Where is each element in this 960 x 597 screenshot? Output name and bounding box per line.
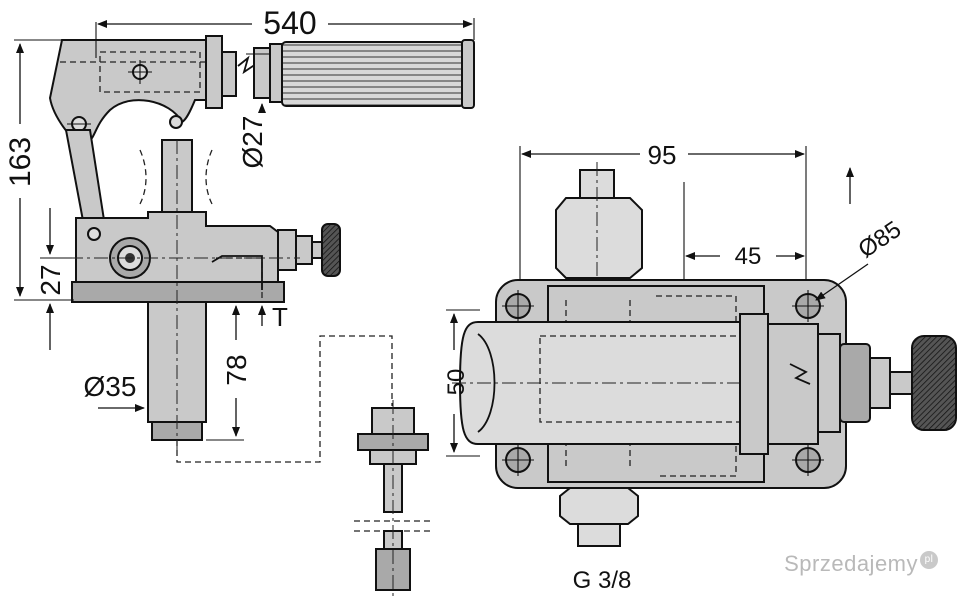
dim-mount-diameter: Ø85 xyxy=(853,216,906,264)
port-hex xyxy=(559,487,639,525)
suction-fitting xyxy=(354,400,432,596)
dim-hole-spacing: 45 xyxy=(735,243,762,270)
dim-tank-port: T xyxy=(272,302,288,332)
pivot-hole-right xyxy=(169,115,183,129)
mount-hole-top-left xyxy=(502,290,534,322)
pump-base xyxy=(71,281,285,303)
dim-base-height: 27 xyxy=(35,264,66,295)
outlet-hex xyxy=(839,343,871,423)
mount-hole-bottom-left xyxy=(502,444,534,476)
side-view: 540 163 Ø27 27 T 78 Ø35 xyxy=(4,5,475,596)
dim-body-width: 95 xyxy=(648,140,677,170)
watermark-text: Sprzedajemy xyxy=(784,551,918,576)
horizontal-cylinder xyxy=(458,321,743,445)
mount-hole-bottom-right xyxy=(792,444,824,476)
dim-height-total: 163 xyxy=(4,137,37,187)
dim-body-height: 50 xyxy=(443,369,470,396)
handle-grip xyxy=(281,41,465,107)
handle-end-cap xyxy=(461,39,475,109)
dim-handle-diameter: Ø27 xyxy=(237,116,268,169)
handle-ferrule xyxy=(253,47,271,99)
relief-valve-body xyxy=(277,229,297,271)
dim-lever-length: 540 xyxy=(263,5,316,41)
relief-valve-knob xyxy=(321,223,341,277)
top-view: 95 45 Ø85 50 G 3/8 xyxy=(443,140,957,594)
dim-plunger-diameter: Ø35 xyxy=(84,371,137,402)
lever-arm xyxy=(48,39,211,139)
port-thread-label: G 3/8 xyxy=(573,567,632,594)
lever-socket xyxy=(205,35,223,109)
top-hex-nut xyxy=(555,197,643,279)
dim-plunger-length: 78 xyxy=(221,354,252,385)
port-nipple xyxy=(577,523,621,547)
outlet-valve-knob xyxy=(911,335,957,431)
link-bar xyxy=(64,129,106,228)
valve-block xyxy=(739,313,769,455)
mount-hole-top-right xyxy=(792,290,824,322)
watermark-badge: pl xyxy=(920,551,938,569)
